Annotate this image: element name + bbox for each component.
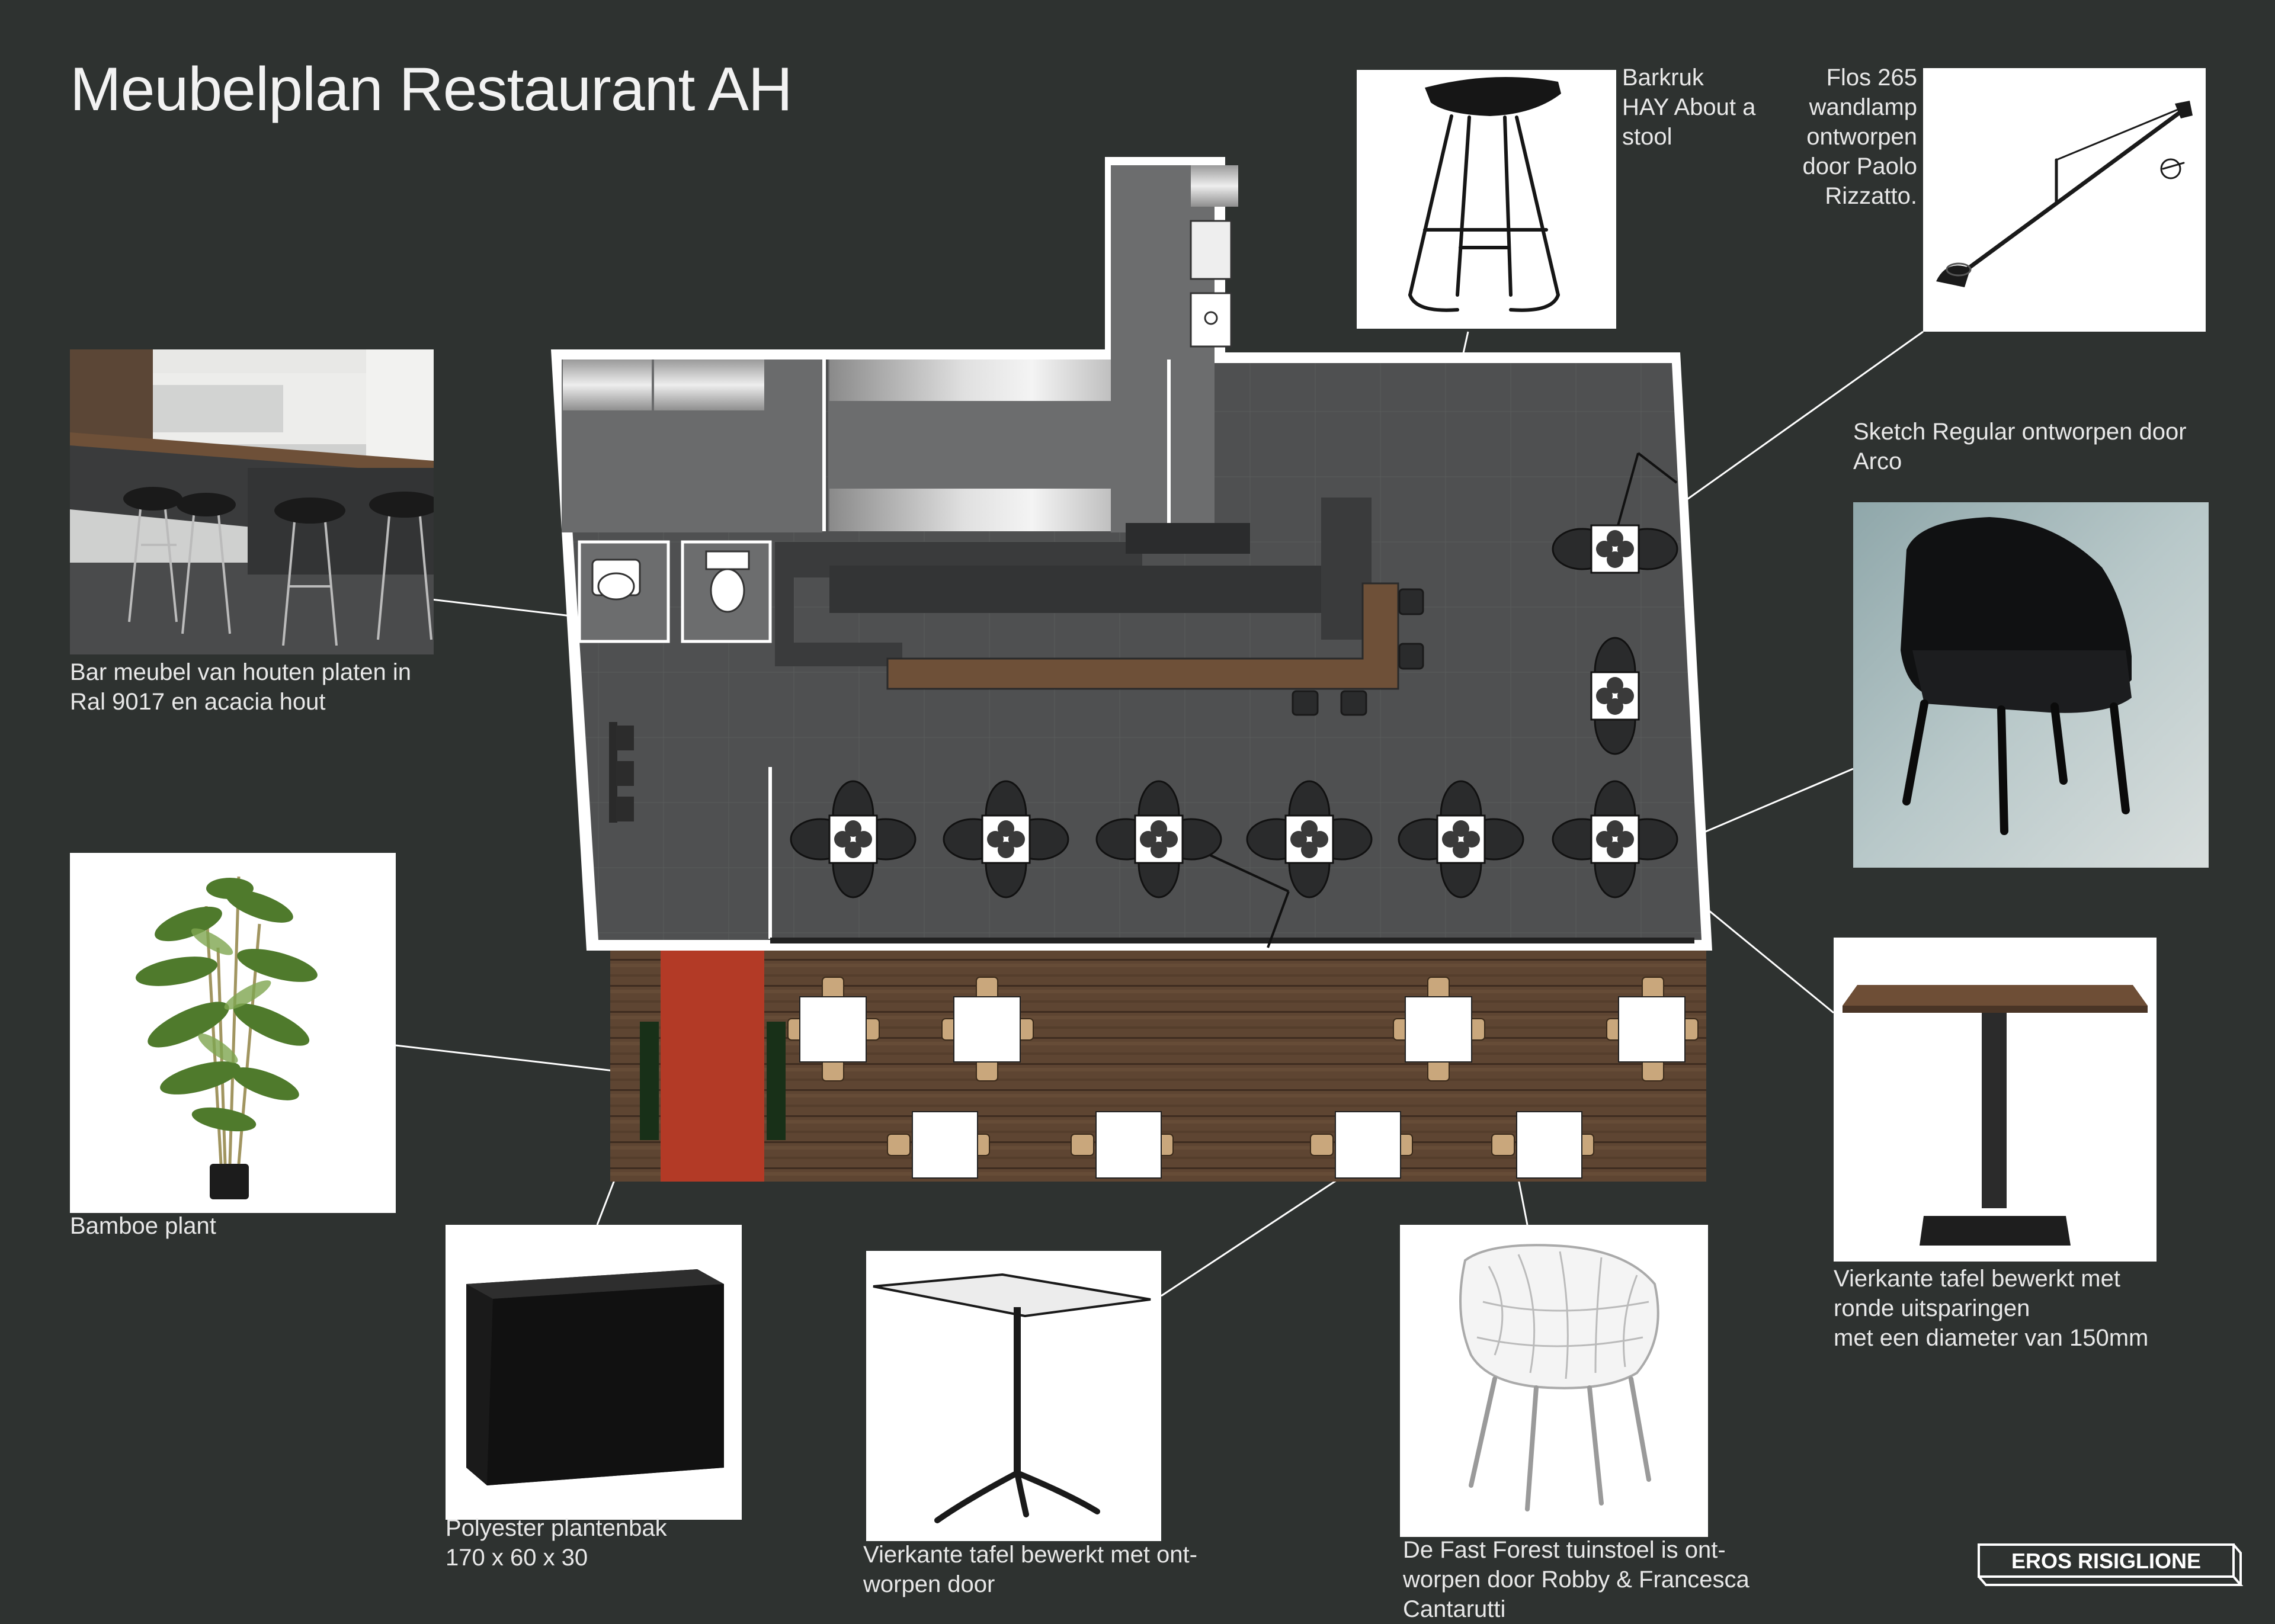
page-title: Meubelplan Restaurant AH [70,55,793,124]
armchair-icon [1853,502,2209,868]
caption-flos: Flos 265 wandlamp ontworpen door Paolo R… [1802,65,1917,209]
caption-sketch: Sketch Regular ontworpen door Arco [1853,419,2187,474]
caption-bar: Bar meubel van houten platen in Ral 9017… [70,659,411,715]
caption-tafel-outdoor: Vierkante tafel bewerkt met ont- worpen … [863,1542,1197,1597]
barstool-icon [1408,77,1561,312]
brand-logo: EROS RISIGLIONE [1973,1538,2245,1592]
bar-counter-back [829,536,1369,613]
red-carpet [661,951,764,1182]
table-icon [1843,985,2148,1246]
connector-tafel-outdoor [1161,1174,1344,1297]
connector-flos [1681,330,1924,505]
planter-icon [466,1269,724,1485]
caption-tafel-indoor: Vierkante tafel bewerkt met ronde uitspa… [1834,1266,2149,1351]
caption-plantenbak: Polyester plantenbak 170 x 60 x 30 [446,1515,667,1571]
barkruk-image [1357,70,1616,329]
caption-bamboe: Bamboe plant [70,1213,216,1239]
logo-text: EROS RISIGLIONE [2011,1549,2201,1573]
wall-lamp-icon [1936,101,2193,287]
bar-top-wood [886,582,1399,690]
garden-chair-icon [1459,1244,1659,1511]
indoor-tables [790,524,1678,898]
indoor-table-image [1834,938,2157,1262]
bar-render-image [70,349,434,654]
bamboo-icon [135,876,318,1199]
planter-image [446,1225,742,1520]
caption-fast-forest: De Fast Forest tuinstoel is ont- worpen … [1403,1537,1749,1622]
bistro-table-image [866,1251,1161,1541]
floor-plan [551,157,1712,1182]
planter-right [767,1022,786,1140]
sketch-chair-image [1853,502,2209,868]
flos-lamp-image [1923,68,2206,332]
caption-barkruk: Barkruk HAY About a stool [1622,65,1756,150]
kitchen-counter-left-2 [654,360,764,410]
bamboo-image [70,853,396,1213]
bistro-table-icon [873,1273,1151,1523]
kitchen-counter-left [563,360,652,410]
planter-left [640,1022,659,1140]
fast-forest-chair-image [1400,1225,1708,1537]
